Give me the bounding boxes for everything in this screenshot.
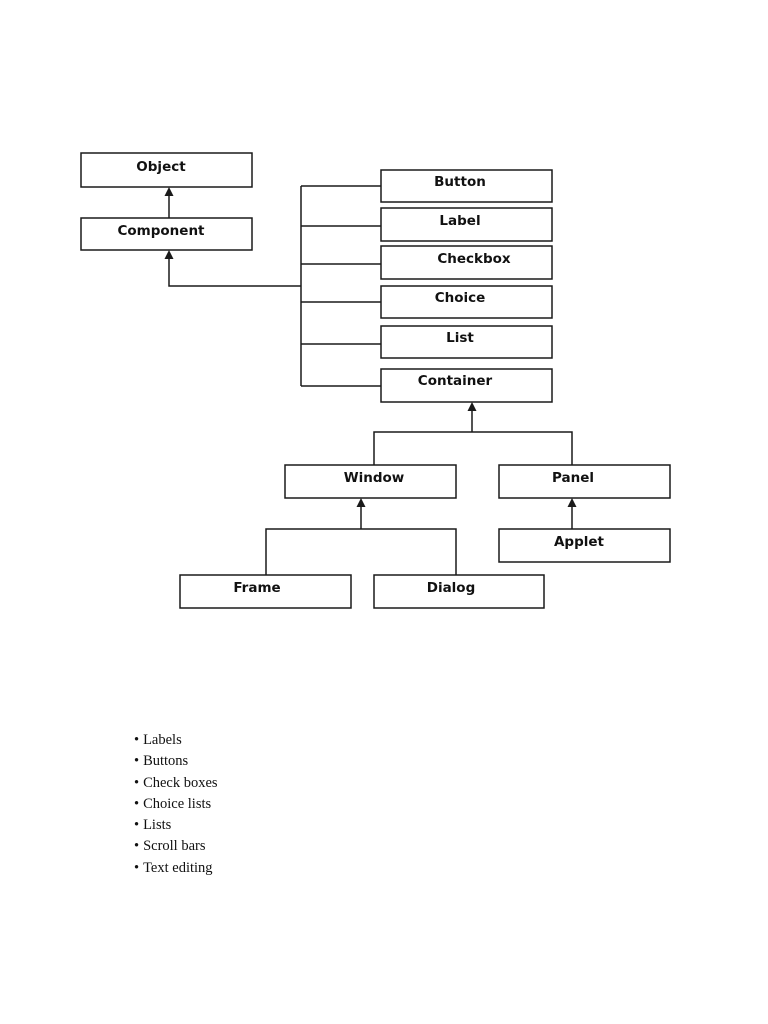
node-container: Container	[380, 368, 553, 403]
node-frame: Frame	[179, 574, 352, 609]
bullet-marker: •	[134, 859, 140, 876]
list-item: •Choice lists	[134, 794, 218, 815]
node-label: Panel	[552, 470, 594, 486]
list-item-text: Check boxes	[143, 774, 218, 791]
node-choice: Choice	[380, 285, 553, 319]
edge-window-panel-bus	[373, 431, 573, 465]
edge-bus-component	[168, 258, 301, 287]
bullet-marker: •	[134, 774, 140, 791]
node-label: Object	[136, 159, 186, 175]
node-panel: Panel	[498, 464, 671, 499]
bullet-marker: •	[134, 753, 140, 770]
node-button: Button	[380, 169, 553, 203]
node-label: Choice	[435, 290, 486, 306]
node-label: Checkbox	[437, 251, 511, 267]
bullet-marker: •	[134, 795, 140, 812]
bullet-list: •Labels •Buttons •Check boxes •Choice li…	[134, 730, 218, 879]
node-window: Window	[284, 464, 457, 499]
node-label: Applet	[554, 534, 605, 550]
bullet-marker: •	[134, 838, 140, 855]
arrowhead-panel	[567, 498, 577, 507]
node-label: Component	[117, 223, 205, 239]
node-applet: Applet	[498, 528, 671, 563]
node-object: Object	[80, 152, 253, 188]
node-label: Label	[439, 213, 480, 229]
list-item-text: Buttons	[143, 753, 189, 770]
node-label: Button	[434, 174, 486, 190]
list-item: •Check boxes	[134, 773, 218, 794]
bullet-marker: •	[134, 817, 140, 834]
list-item: •Labels	[134, 730, 218, 751]
node-label: Frame	[233, 580, 280, 596]
node-label-class: Label	[380, 207, 553, 242]
arrowhead-window	[356, 498, 366, 507]
list-item: •Lists	[134, 815, 218, 836]
node-checkbox: Checkbox	[380, 245, 553, 280]
list-item: •Text editing	[134, 858, 218, 879]
list-item-text: Labels	[143, 732, 182, 748]
list-item-text: Choice lists	[143, 795, 212, 812]
edges	[164, 185, 577, 575]
node-list: List	[380, 325, 553, 359]
node-dialog: Dialog	[373, 574, 545, 609]
list-item-text: Lists	[143, 817, 172, 834]
list-item: •Buttons	[134, 751, 218, 772]
node-component: Component	[80, 217, 253, 251]
list-item-text: Text editing	[143, 859, 213, 876]
arrowhead-object	[164, 187, 174, 196]
list-item: •Scroll bars	[134, 836, 218, 857]
edge-frame-dialog-bus	[265, 528, 457, 575]
node-label: List	[446, 330, 474, 346]
node-label: Window	[344, 470, 405, 486]
arrowhead-container	[467, 402, 477, 411]
bullet-marker: •	[134, 732, 140, 748]
node-label: Container	[418, 373, 493, 389]
list-item-text: Scroll bars	[143, 838, 206, 855]
arrowhead-component	[164, 250, 174, 259]
node-label: Dialog	[427, 580, 476, 596]
